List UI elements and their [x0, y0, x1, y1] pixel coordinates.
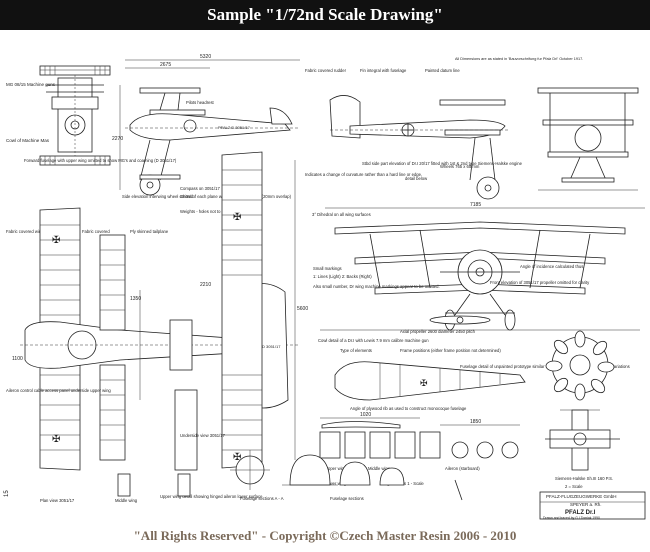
front-view-main: 3° Dihedral on all wing surfaces 7185 An…: [312, 202, 645, 331]
dim-2270: 2270: [112, 136, 123, 142]
cowl-detail-label: Cowl detail of a Dr.I with Lewis 7.9 mm …: [318, 338, 429, 343]
dim-2675: 2675: [160, 62, 171, 68]
aileron-control-label: Aileron control cable access panel under…: [6, 388, 111, 393]
cross-marking-underside: ✠: [233, 212, 241, 223]
dim-1350: 1350: [130, 296, 141, 302]
stbd-elevation-label: Stbd side part elevation of Dr.I 20/17 f…: [362, 161, 523, 166]
side-elevation-right: Fabric covered rudder Fin integral with …: [305, 68, 523, 200]
forward-fuselage-label: Forward fuselage with upper wing omitted…: [24, 158, 177, 163]
forward-fuselage-view: MG 08/15 Machine guns Cowl of Machine Ma…: [6, 65, 177, 166]
detail-below-label: detail below: [405, 176, 428, 181]
small-markings-label: Small markings: [313, 266, 342, 271]
angle-rib-label: Angle of plywood rib as used to construc…: [350, 406, 467, 411]
cross-marking-lower: ✠: [52, 434, 60, 445]
tail-serial: D 3051/17: [262, 344, 281, 349]
pilots-headrest-label: Pilots headrest: [186, 100, 215, 105]
weights-label: Weights - holes not to scale: [180, 209, 232, 214]
lower-wing-label: Lower wing: [325, 481, 347, 486]
painted-datum-label: Painted datum line: [425, 68, 460, 73]
cross-marking-upper: ✠: [52, 235, 60, 246]
lines-list-label: 1: Lines (Light) 2: Backs (Right): [313, 274, 372, 279]
company-city: SPEYER a. Rh.: [570, 502, 602, 507]
drawing-sheet: MG 08/15 Machine guns Cowl of Machine Ma…: [0, 30, 650, 520]
type-elements-label: Type of elements: [340, 348, 372, 353]
drawn-by-label: Drawn and traced by G.I.Tomiak 1990: [543, 516, 600, 520]
page-title: Sample "1/72nd Scale Drawing": [0, 0, 650, 30]
dim-5320: 5320: [200, 54, 211, 60]
middle-wing-label: Middle wing: [115, 498, 138, 503]
underside-view-label: Underside view 3051/17: [180, 433, 226, 438]
siemens-scale-label: 2 = Scale: [565, 484, 583, 489]
fuselage-sections: Fuselage sections Fuselage sections A - …: [230, 450, 463, 501]
page-number: 15: [4, 490, 10, 497]
front-view-top: All Dimensions are as stated in 'Bauvors…: [455, 57, 639, 191]
frame-positions-label: Frame positions (either frame position n…: [400, 348, 501, 353]
incidence-label: Angle of incidence calculated thus: [520, 264, 583, 269]
dim-2210: 2210: [200, 282, 211, 288]
ply-skinned-label: Ply skinned tailplane: [130, 229, 169, 234]
upper-wing-label: Upper wing: [325, 466, 347, 471]
cowl-label: Cowl of Machine Mas: [6, 138, 50, 143]
dim-1020: 1020: [360, 412, 371, 418]
dim-1850: 1850: [470, 419, 481, 425]
upper-wing-detail-label: Upper wing detail showing hinged aileron…: [160, 494, 263, 499]
scale-drawing: MG 08/15 Machine guns Cowl of Machine Ma…: [4, 54, 646, 520]
cross-marking-underside-2: ✠: [233, 452, 241, 463]
copyright-footer: "All Rights Reserved" - Copyright ©Czech…: [0, 520, 650, 552]
fuselage-sections-label: Fuselage sections: [330, 496, 364, 501]
stbd-detail-label: Fuselage detail of unpainted prototype s…: [460, 364, 630, 369]
curvature-note: Indicates a change of curvature rather t…: [305, 172, 422, 177]
wheels-label: Wheels 765 x 65 mm: [440, 164, 480, 169]
company-name: PFALZ-FLUGZEUGWERKE GmbH: [546, 494, 617, 499]
dihedral-label: 3° Dihedral on all wing surfaces: [312, 212, 371, 217]
fuselage-cross: ✠: [420, 378, 428, 388]
rotary-engine: Siemens-Halske Sh.III 160 P.S. 2 = Scale: [545, 330, 620, 489]
compass-label: Compass on 3051/17: [180, 186, 220, 191]
plan-view: Fabric covered wing surfaces Fabric cove…: [4, 151, 308, 503]
middle-wing-small-label: Middle wing: [368, 466, 391, 471]
fabric-covered-left-label: Fabric covered wing surfaces: [6, 229, 60, 234]
aileron-small-label: Aileron (starboard): [445, 466, 480, 471]
also-small-label: Also small number, Dr wing machine marki…: [313, 284, 440, 289]
aircraft-name: PFALZ Dr.I: [565, 510, 596, 516]
plan-view-label: Plan view 3051/17: [40, 498, 75, 503]
dim-1100: 1100: [12, 356, 23, 362]
fuselage-detail: Cowl detail of a Dr.I with Lewis 7.9 mm …: [318, 315, 630, 486]
fabric-covered-label: Fabric covered: [82, 229, 110, 234]
fin-integral-label: Fin integral with fuselage: [360, 68, 407, 73]
side-elevation-left: 5320 2675 Pilots headrest PFALZ D.3051/1…: [112, 54, 300, 199]
fabric-rudder-label: Fabric covered rudder: [305, 68, 347, 73]
prop-note-label: Front elevation of 3051/17 propeller omi…: [490, 280, 590, 285]
dimensions-note: All Dimensions are as stated in 'Bauvors…: [455, 57, 583, 61]
dim-5600: 5600: [297, 306, 308, 312]
siemens-label: Siemens-Halske Sh.III 160 P.S.: [555, 476, 613, 481]
prop-scale-label: Axial propeller 2600 diameter 2450 pitch: [400, 329, 476, 334]
mg-label: MG 08/15 Machine guns: [6, 82, 56, 87]
serial-marking: PFALZ D.3051/17: [218, 125, 251, 130]
cross-sections-label: Fuselage sections A - A: [240, 496, 284, 501]
side-elevation-label: Side elevation interwing wheel omitted: [122, 194, 194, 199]
dim-7185: 7185: [470, 202, 481, 208]
title-block: PFALZ-FLUGZEUGWERKE GmbH SPEYER a. Rh. P…: [539, 491, 646, 520]
